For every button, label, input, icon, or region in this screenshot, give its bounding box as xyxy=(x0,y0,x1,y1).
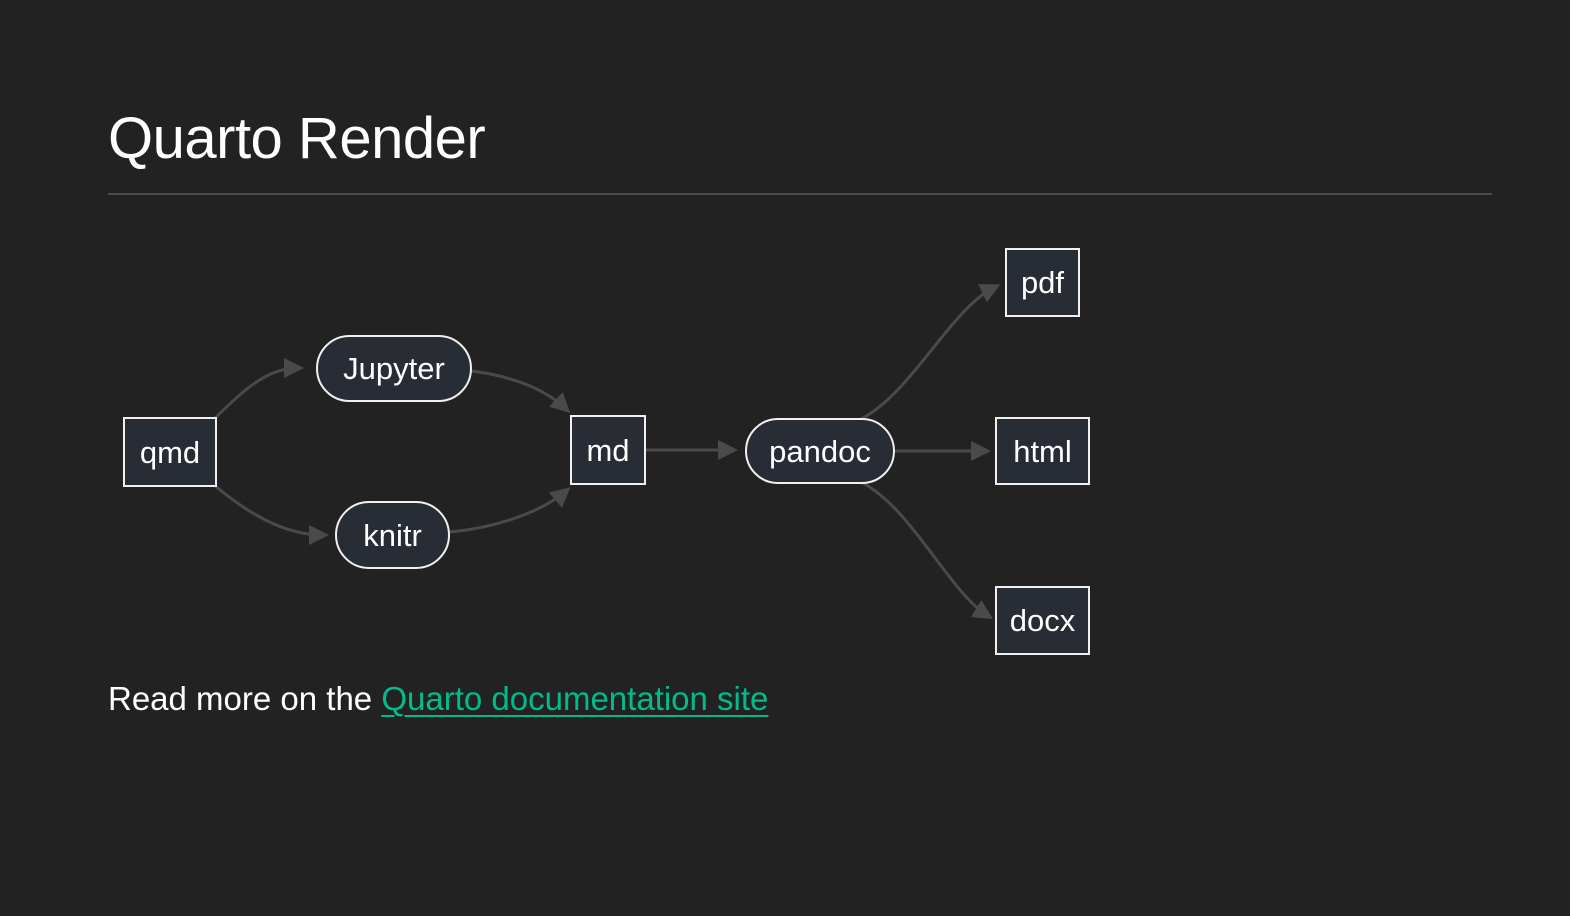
node-label: Jupyter xyxy=(343,351,445,386)
edge-pandoc-docx xyxy=(858,479,994,620)
quarto-documentation-link[interactable]: Quarto documentation site xyxy=(381,680,769,717)
flowchart-node-pdf: pdf xyxy=(1005,248,1080,317)
flowchart-node-html: html xyxy=(995,417,1090,485)
edge-knitr-md xyxy=(449,487,571,534)
flowchart-node-qmd: qmd xyxy=(123,417,217,487)
flowchart-node-knitr: knitr xyxy=(335,501,450,569)
read-more-text: Read more on the Quarto documentation si… xyxy=(108,678,768,721)
edge-qmd-jupyter xyxy=(211,358,304,422)
node-label: qmd xyxy=(139,434,201,470)
node-label: knitr xyxy=(363,517,422,553)
page-title: Quarto Render xyxy=(108,106,486,171)
read-more-prefix: Read more on the xyxy=(108,680,382,717)
node-label: md xyxy=(586,432,630,468)
edge-pandoc-pdf xyxy=(858,284,1001,422)
node-label: docx xyxy=(1009,603,1076,638)
title-divider xyxy=(108,193,1492,195)
flowchart-node-pandoc: pandoc xyxy=(745,418,895,484)
node-label: html xyxy=(1013,433,1072,469)
flowchart-node-md: md xyxy=(570,415,646,485)
node-label: pdf xyxy=(1020,265,1065,300)
edge-qmd-knitr xyxy=(212,482,329,545)
flowchart-node-docx: docx xyxy=(995,586,1090,655)
edge-jupyter-md xyxy=(471,369,571,414)
flowchart-node-jupyter: Jupyter xyxy=(316,335,472,402)
node-label: pandoc xyxy=(769,433,871,469)
